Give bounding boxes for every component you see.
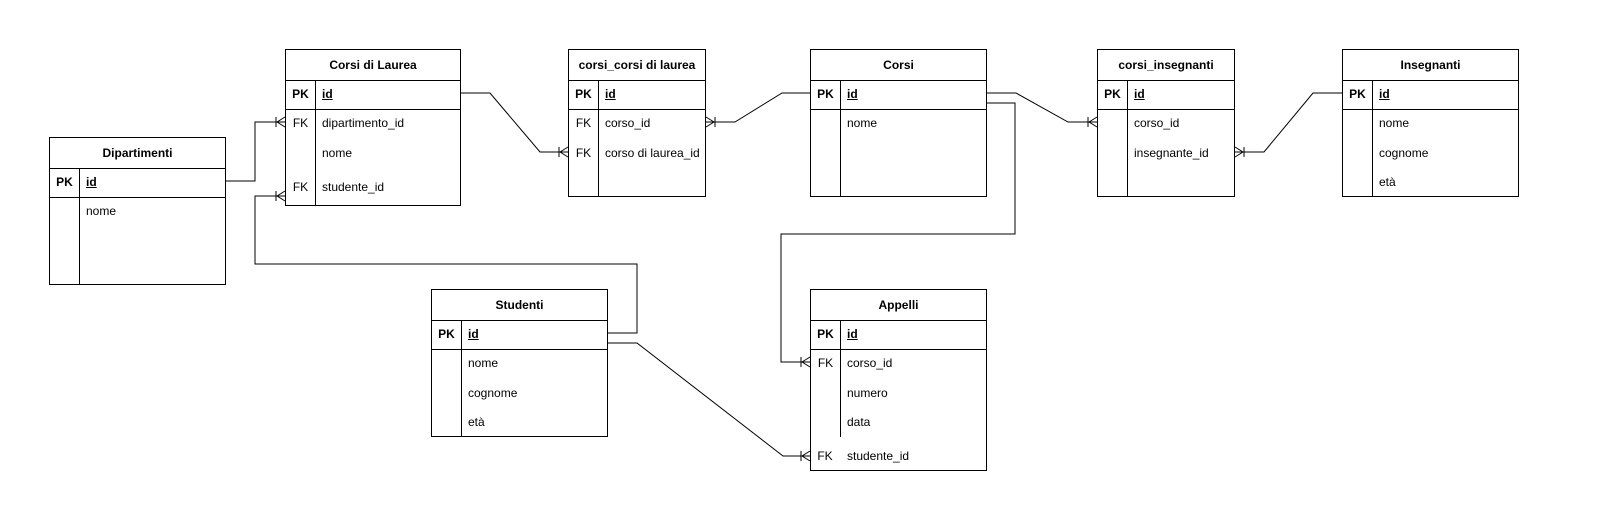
pk-label: PK <box>817 327 834 341</box>
primary-key-row <box>1343 80 1518 110</box>
pk-label: PK <box>56 175 73 189</box>
crows-foot-icon <box>558 146 569 158</box>
key-column-divider <box>432 320 462 436</box>
field-id[interactable]: id <box>468 327 479 341</box>
crows-foot-icon <box>1234 146 1245 158</box>
primary-key-row <box>811 320 986 350</box>
pk-label: PK <box>1104 87 1121 101</box>
key-column-divider <box>1098 80 1128 196</box>
primary-key-row <box>811 80 986 110</box>
key-column-divider <box>811 320 841 437</box>
field-studente-id[interactable]: studente_id <box>322 180 385 194</box>
entity-title: Dipartimenti <box>50 138 225 169</box>
field-nome[interactable]: nome <box>1379 116 1410 130</box>
entity-body: PK id corso_id insegnante_id <box>1098 80 1234 196</box>
field-id[interactable]: id <box>847 327 858 341</box>
crows-foot-icon <box>800 356 811 368</box>
fk-label: FK <box>292 116 309 130</box>
fk-label: FK <box>575 116 592 130</box>
field-insegnante-id[interactable]: insegnante_id <box>1134 146 1209 160</box>
relationship-line[interactable] <box>461 92 568 153</box>
crows-foot-icon <box>275 190 286 202</box>
fk-label: FK <box>292 180 309 194</box>
relationship-line[interactable] <box>608 342 810 457</box>
entity-body: PK id nome cognome età <box>1343 80 1518 196</box>
crows-foot-icon <box>275 116 286 128</box>
primary-key-row <box>50 168 225 198</box>
field-studente-id[interactable]: studente_id <box>847 449 910 463</box>
relationship-line[interactable] <box>780 102 1016 363</box>
field-cognome[interactable]: cognome <box>468 386 518 400</box>
crows-foot-icon <box>1087 116 1098 128</box>
fk-label: FK <box>817 356 834 370</box>
entity-body: PK id nome <box>811 80 986 196</box>
field-et-[interactable]: età <box>468 415 485 429</box>
field-nome[interactable]: nome <box>322 146 353 160</box>
field-corso-id[interactable]: corso_id <box>1134 116 1180 130</box>
field-nome[interactable]: nome <box>86 204 117 218</box>
pk-label: PK <box>1349 87 1366 101</box>
crows-foot-icon <box>800 450 811 462</box>
field-dipartimento-id[interactable]: dipartimento_id <box>322 116 405 130</box>
relationship-line[interactable] <box>706 92 810 123</box>
pk-label: PK <box>817 87 834 101</box>
field-corso-id[interactable]: corso_id <box>847 356 893 370</box>
entity-body: PK id nome cognome età <box>432 320 607 436</box>
pk-label: PK <box>575 87 592 101</box>
fk-label: FK <box>817 449 833 463</box>
field-cognome[interactable]: cognome <box>1379 146 1429 160</box>
field-numero[interactable]: numero <box>847 386 888 400</box>
field-nome[interactable]: nome <box>468 356 499 370</box>
key-column-divider <box>811 80 841 196</box>
entity-title: Corsi <box>811 50 986 81</box>
relationship-line[interactable] <box>1235 92 1342 153</box>
entity-title: Corsi di Laurea <box>286 50 460 81</box>
field-id[interactable]: id <box>322 87 333 101</box>
primary-key-row <box>286 80 460 110</box>
field-et-[interactable]: età <box>1379 175 1396 189</box>
entity-title: Appelli <box>811 290 986 321</box>
field-id[interactable]: id <box>86 175 97 189</box>
field-corso-id[interactable]: corso_id <box>605 116 651 130</box>
relationship-line[interactable] <box>226 121 285 182</box>
entity-title: corsi_insegnanti <box>1098 50 1234 81</box>
relationship-line[interactable] <box>254 195 638 334</box>
key-column-divider <box>1343 80 1373 196</box>
entity-title: Insegnanti <box>1343 50 1518 81</box>
field-id[interactable]: id <box>1134 87 1145 101</box>
key-column-divider <box>50 168 80 284</box>
entity-title: Studenti <box>432 290 607 321</box>
crows-foot-icon <box>705 116 716 128</box>
field-data[interactable]: data <box>847 415 871 429</box>
field-corso-di-laurea-id[interactable]: corso di laurea_id <box>605 146 700 160</box>
primary-key-row <box>432 320 607 350</box>
pk-label: PK <box>292 87 309 101</box>
field-id[interactable]: id <box>605 87 616 101</box>
key-column-divider <box>286 80 316 205</box>
primary-key-row <box>569 80 705 110</box>
pk-label: PK <box>438 327 455 341</box>
field-id[interactable]: id <box>1379 87 1390 101</box>
field-nome[interactable]: nome <box>847 116 878 130</box>
primary-key-row <box>1098 80 1234 110</box>
key-column-divider <box>569 80 599 196</box>
field-id[interactable]: id <box>847 87 858 101</box>
entity-title: corsi_corsi di laurea <box>569 50 705 81</box>
entity-body: PK id nome <box>50 168 225 284</box>
relationship-line[interactable] <box>987 92 1097 123</box>
fk-label: FK <box>575 146 592 160</box>
